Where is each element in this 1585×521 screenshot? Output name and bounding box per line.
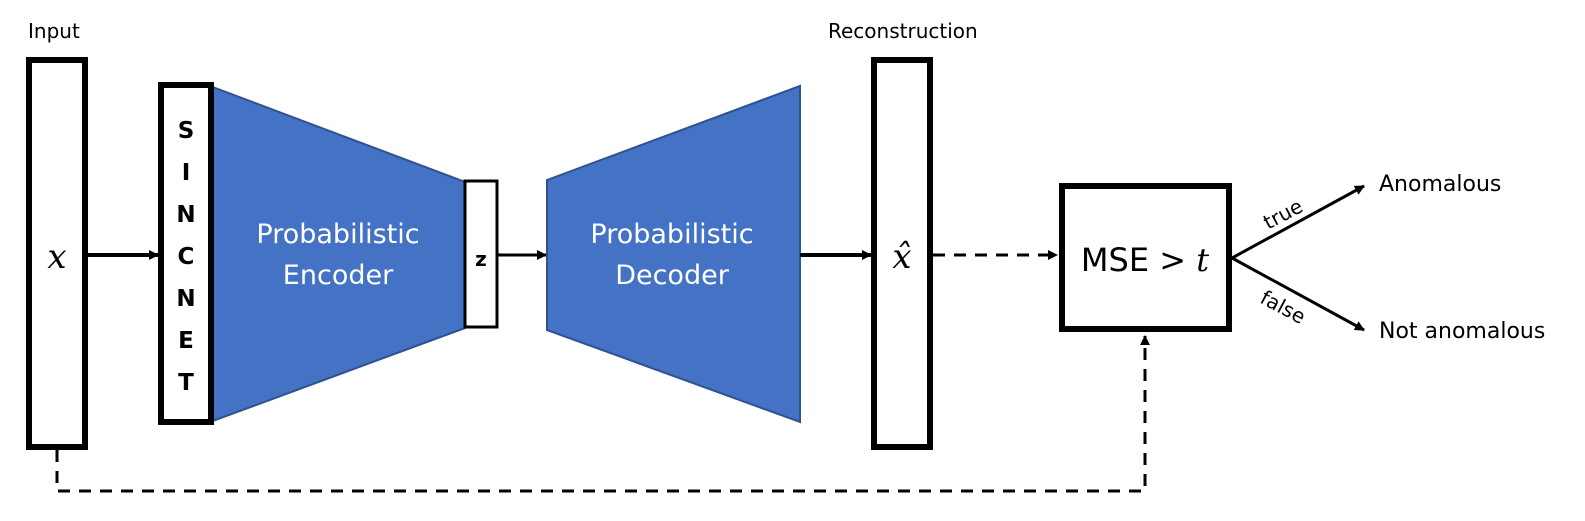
latent-box — [463, 179, 499, 329]
sincnet-letter: I — [182, 160, 191, 186]
input-label: Input — [28, 19, 80, 43]
mse-threshold-box — [1059, 183, 1232, 332]
false-branch-label: false — [1256, 285, 1309, 329]
true-branch-label: true — [1259, 194, 1307, 234]
sincnet-letter: N — [176, 202, 195, 228]
arrow-input-to-mse — [55, 335, 1150, 493]
encoder-shape — [209, 84, 466, 424]
input-variable: x — [47, 237, 66, 277]
sincnet-box — [158, 82, 214, 425]
mse-text: MSE > — [1081, 241, 1196, 279]
sincnet-letter: C — [178, 244, 195, 270]
sincnet-letters: S I N C N E T — [176, 118, 195, 396]
decoder-label-line2: Decoder — [615, 260, 730, 291]
decoder-shape — [546, 84, 801, 424]
arrow-false-branch — [1231, 256, 1365, 332]
input-box — [26, 57, 88, 450]
sincnet-letter: T — [178, 370, 194, 396]
sincnet-letter: E — [178, 328, 194, 354]
threshold-variable: t — [1196, 241, 1209, 279]
reconstruction-box — [871, 57, 933, 450]
encoder-label-line1: Probabilistic — [256, 219, 419, 250]
reconstruction-variable: x̂ — [892, 237, 911, 277]
decoder-label-line1: Probabilistic — [590, 219, 753, 250]
sincnet-letter: S — [178, 118, 195, 144]
arrow-true-branch — [1231, 184, 1365, 260]
reconstruction-label: Reconstruction — [828, 19, 978, 43]
anomalous-label: Anomalous — [1379, 172, 1501, 197]
not-anomalous-label: Not anomalous — [1379, 319, 1545, 344]
sincnet-letter: N — [176, 286, 195, 312]
mse-threshold-label: MSE > t — [1081, 241, 1209, 279]
encoder-label-line2: Encoder — [283, 260, 394, 291]
latent-label: z — [475, 247, 487, 271]
